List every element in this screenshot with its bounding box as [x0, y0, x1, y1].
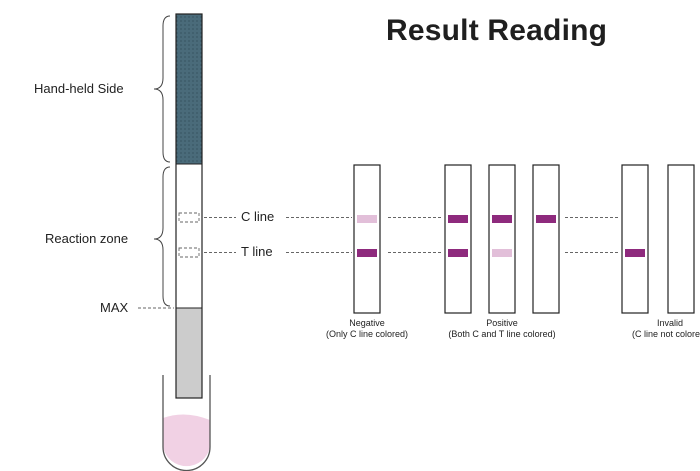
positive-strip-3	[532, 164, 560, 314]
negative-strip	[353, 164, 381, 314]
positive-strip-1	[444, 164, 472, 314]
hand-held-side-label: Hand-held Side	[34, 81, 124, 96]
positive-note: (Both C and T line colored)	[448, 329, 556, 339]
page-title: Result Reading	[386, 14, 608, 47]
c-line-strong	[536, 215, 556, 223]
c-line-faint	[357, 215, 377, 223]
c-line-strong	[492, 215, 512, 223]
positive-name: Positive	[486, 318, 518, 328]
invalid-caption: Invalid (C line not colored)	[610, 318, 700, 340]
c-line-strong	[448, 215, 468, 223]
test-tube	[162, 375, 211, 471]
negative-note: (Only C line colored)	[325, 329, 409, 339]
invalid-strip-2	[667, 164, 695, 314]
sample-segment	[176, 308, 202, 398]
reaction-segment	[176, 164, 202, 308]
hand-held-brace	[153, 15, 171, 163]
invalid-note: (C line not colored)	[631, 329, 700, 339]
c-line-marker	[178, 212, 200, 223]
main-test-strip	[175, 13, 203, 399]
c-line-label: C line	[241, 209, 275, 224]
reaction-zone-brace	[153, 166, 171, 307]
t-line-strong	[357, 249, 377, 257]
invalid-name: Invalid	[656, 318, 683, 328]
reaction-zone-label: Reaction zone	[45, 231, 129, 246]
t-line-marker	[178, 247, 200, 258]
invalid-strip-1	[621, 164, 649, 314]
tube-outline	[162, 375, 211, 471]
negative-caption: Negative (Only C line colored)	[307, 318, 427, 340]
t-line-strong	[625, 249, 645, 257]
t-line-label: T line	[241, 244, 273, 259]
t-line-strong	[448, 249, 468, 257]
t-line-faint	[492, 249, 512, 257]
negative-name: Negative	[349, 318, 385, 328]
tube-liquid	[163, 414, 210, 467]
positive-caption: Positive (Both C and T line colored)	[432, 318, 572, 340]
max-label: MAX	[100, 300, 129, 315]
positive-strip-2	[488, 164, 516, 314]
